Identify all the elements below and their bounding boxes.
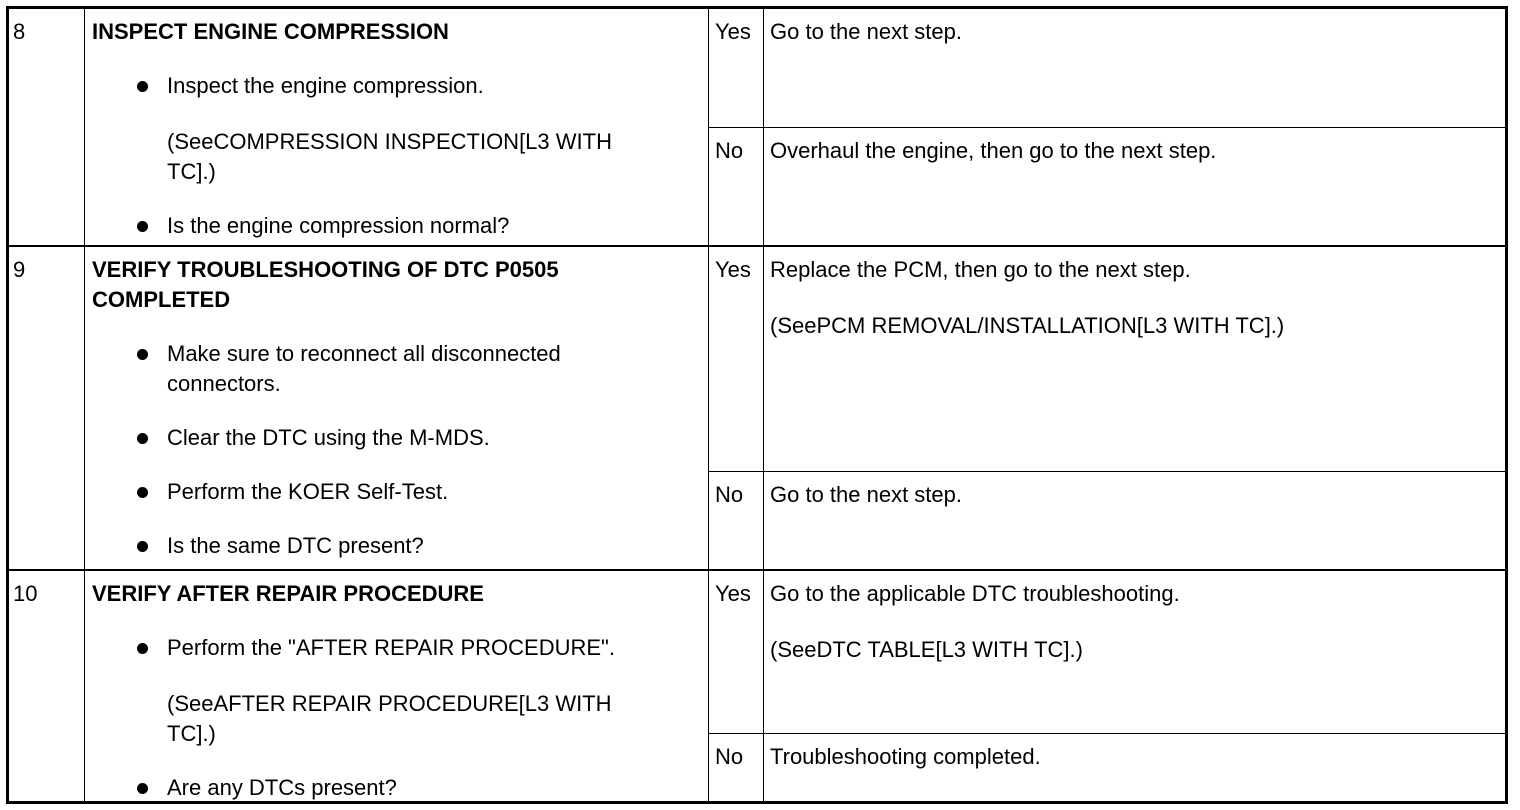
- step-number: 8: [13, 19, 26, 44]
- bullet-icon: [137, 541, 148, 552]
- answer-label: Yes: [715, 581, 751, 606]
- answer-label-cell: Yes: [709, 571, 764, 733]
- step-number-cell: 10: [9, 571, 85, 801]
- answer-label-cell: Yes: [709, 9, 764, 127]
- answer-row: No Troubleshooting completed.: [709, 733, 1505, 803]
- troubleshooting-table: 8 INSPECT ENGINE COMPRESSION Inspect the e…: [6, 6, 1508, 804]
- procedure-cell: INSPECT ENGINE COMPRESSION Inspect the en…: [85, 9, 709, 245]
- step-number: 10: [13, 581, 38, 606]
- answer-row: Yes Replace the PCM, then go to the next …: [709, 247, 1505, 471]
- bullet-icon: [137, 81, 148, 92]
- bullet-icon: [137, 433, 148, 444]
- action-text: Go to the applicable DTC troubleshooting…: [770, 581, 1180, 606]
- step-title: VERIFY AFTER REPAIR PROCEDURE: [92, 581, 484, 606]
- action-text: (SeePCM REMOVAL/INSTALLATION[L3 WITH TC]…: [770, 313, 1285, 338]
- procedure-item-text: Clear the DTC using the M-MDS.: [167, 425, 490, 450]
- step-row: 8 INSPECT ENGINE COMPRESSION Inspect the e…: [9, 9, 1505, 245]
- answer-row: Yes Go to the next step.: [709, 9, 1505, 127]
- step-number-cell: 8: [9, 9, 85, 245]
- procedure-cell: VERIFY AFTER REPAIR PROCEDURE Perform the…: [85, 571, 709, 801]
- procedure-item-text: (SeeAFTER REPAIR PROCEDURE[L3 WITH: [167, 691, 612, 716]
- procedure-item-text: TC].): [167, 721, 216, 746]
- action-cell: Overhaul the engine, then go to the next…: [764, 128, 1505, 245]
- action-text: (SeeDTC TABLE[L3 WITH TC].): [770, 637, 1083, 662]
- action-cell: Troubleshooting completed.: [764, 734, 1505, 803]
- answer-label-cell: No: [709, 472, 764, 571]
- action-cell: Replace the PCM, then go to the next ste…: [764, 247, 1505, 471]
- step-title: COMPLETED: [92, 287, 231, 312]
- action-text: Go to the next step.: [770, 19, 963, 44]
- step-title: INSPECT ENGINE COMPRESSION: [92, 19, 449, 44]
- step-title: VERIFY TROUBLESHOOTING OF DTC P0505: [92, 257, 559, 282]
- procedure-item-text: Perform the "AFTER REPAIR PROCEDURE".: [167, 635, 615, 660]
- answer-label-cell: No: [709, 734, 764, 803]
- step-number: 9: [13, 257, 26, 282]
- procedure-item-text: Is the same DTC present?: [167, 533, 424, 558]
- bullet-icon: [137, 487, 148, 498]
- bullet-icon: [137, 349, 148, 360]
- answer-label: No: [715, 744, 744, 769]
- procedure-item-text: connectors.: [167, 371, 281, 396]
- action-text: Troubleshooting completed.: [770, 744, 1041, 769]
- step-row: 10 VERIFY AFTER REPAIR PROCEDURE Perform t…: [9, 569, 1505, 803]
- procedure-item-text: Are any DTCs present?: [167, 775, 397, 800]
- procedure-item-text: Inspect the engine compression.: [167, 73, 484, 98]
- action-text: Overhaul the engine, then go to the next…: [770, 138, 1217, 163]
- action-text: Replace the PCM, then go to the next ste…: [770, 257, 1191, 282]
- answer-row: Yes Go to the applicable DTC troubleshoot…: [709, 571, 1505, 733]
- procedure-item-text: TC].): [167, 159, 216, 184]
- answer-label-cell: Yes: [709, 247, 764, 471]
- answer-row: No Overhaul the engine, then go to the ne…: [709, 127, 1505, 245]
- bullet-icon: [137, 783, 148, 794]
- bullet-icon: [137, 221, 148, 232]
- answer-label: No: [715, 482, 744, 507]
- bullet-icon: [137, 643, 148, 654]
- procedure-item-text: Perform the KOER Self-Test.: [167, 479, 449, 504]
- answers-cell: Yes Go to the next step. No Overhaul the en…: [709, 9, 1505, 245]
- answer-label: No: [715, 138, 744, 163]
- action-text: Go to the next step.: [770, 482, 963, 507]
- action-cell: Go to the applicable DTC troubleshooting…: [764, 571, 1505, 733]
- answers-cell: Yes Go to the applicable DTC troubleshoot…: [709, 571, 1505, 803]
- answers-cell: Yes Replace the PCM, then go to the next …: [709, 247, 1505, 571]
- action-cell: Go to the next step.: [764, 9, 1505, 127]
- answer-label: Yes: [715, 19, 751, 44]
- procedure-item-text: Is the engine compression normal?: [167, 213, 510, 238]
- procedure-item-text: (SeeCOMPRESSION INSPECTION[L3 WITH: [167, 129, 612, 154]
- answer-label: Yes: [715, 257, 751, 282]
- answer-row: No Go to the next step.: [709, 471, 1505, 571]
- procedure-item-text: Make sure to reconnect all disconnected: [167, 341, 561, 366]
- action-cell: Go to the next step.: [764, 472, 1505, 571]
- step-number-cell: 9: [9, 247, 85, 569]
- answer-label-cell: No: [709, 128, 764, 245]
